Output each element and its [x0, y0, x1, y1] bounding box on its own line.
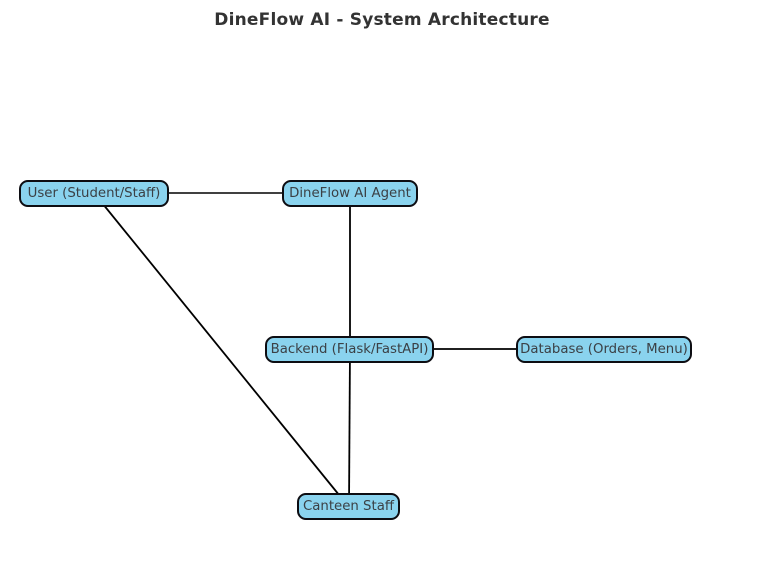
node-dineflow-ai-agent[interactable]: DineFlow AI Agent [282, 180, 418, 207]
node-user[interactable]: User (Student/Staff) [19, 180, 169, 207]
node-backend-label: Backend (Flask/FastAPI) [270, 341, 429, 357]
node-backend[interactable]: Backend (Flask/FastAPI) [265, 336, 434, 363]
node-canteen-staff[interactable]: Canteen Staff [297, 493, 400, 520]
node-dineflow-ai-agent-label: DineFlow AI Agent [289, 185, 411, 201]
edge-backend-to-staff [343, 348, 355, 507]
page-title: DineFlow AI - System Architecture [214, 10, 550, 30]
node-database[interactable]: Database (Orders, Menu) [516, 336, 692, 363]
node-database-label: Database (Orders, Menu) [520, 341, 688, 357]
edge-staff-to-user [93, 192, 349, 507]
node-user-label: User (Student/Staff) [27, 185, 161, 201]
node-canteen-staff-label: Canteen Staff [302, 498, 395, 514]
